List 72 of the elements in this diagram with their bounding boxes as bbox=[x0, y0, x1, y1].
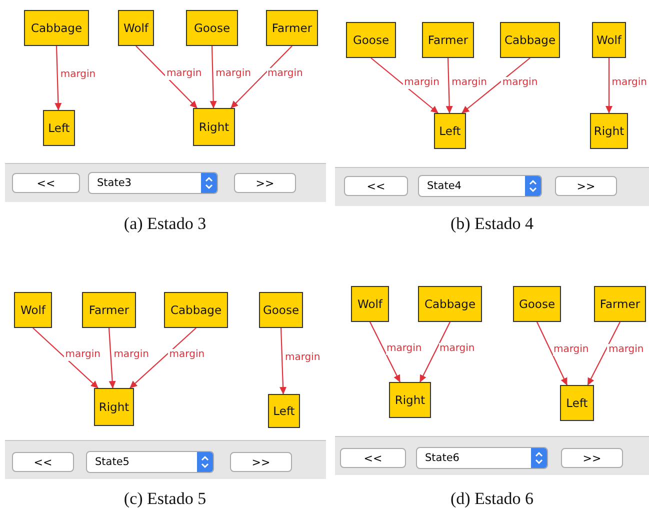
state-node: Wolf bbox=[592, 22, 626, 58]
arrow bbox=[230, 46, 292, 108]
edge-label: margin bbox=[610, 76, 648, 89]
nav-button: >> bbox=[561, 448, 623, 468]
arrow bbox=[536, 322, 568, 386]
state-node: Cabbage bbox=[500, 22, 560, 58]
state-node: Farmer bbox=[422, 22, 474, 58]
state-node: Left bbox=[43, 110, 75, 146]
edge-label: margin bbox=[552, 344, 590, 356]
edge-label: margin bbox=[64, 349, 102, 361]
state-node: Wolf bbox=[14, 292, 52, 328]
arrow bbox=[587, 322, 620, 386]
arrow bbox=[280, 328, 286, 394]
arrow bbox=[54, 46, 62, 110]
nav-button: << bbox=[340, 448, 406, 468]
state-node: Right bbox=[389, 382, 431, 418]
nav-button: << bbox=[12, 173, 80, 193]
state-select: State6 bbox=[416, 447, 548, 469]
edge-label: margin bbox=[450, 76, 488, 89]
edge-label: margin bbox=[214, 68, 252, 80]
edge-label: margin bbox=[386, 343, 423, 355]
arrow bbox=[446, 58, 453, 114]
arrow bbox=[606, 58, 612, 114]
state-node: Farmer bbox=[82, 292, 136, 328]
arrow bbox=[462, 58, 530, 114]
nav-button: << bbox=[12, 452, 74, 472]
state-node: Wolf bbox=[118, 10, 154, 46]
state-select: State5 bbox=[86, 451, 214, 473]
arrow bbox=[136, 46, 198, 108]
edge-label: margin bbox=[284, 352, 322, 364]
arrow bbox=[130, 328, 196, 388]
panel-caption: (c) Estado 5 bbox=[124, 489, 206, 509]
state-node: Goose bbox=[346, 22, 396, 58]
state-node: Farmer bbox=[266, 10, 318, 46]
nav-button: << bbox=[344, 176, 408, 196]
state-node: Cabbage bbox=[418, 286, 482, 322]
state-node: Goose bbox=[186, 10, 238, 46]
state-node: Left bbox=[268, 394, 300, 428]
edge-label: margin bbox=[112, 349, 150, 361]
nav-button: >> bbox=[230, 452, 292, 472]
edge-label: margin bbox=[266, 68, 304, 80]
state-node: Right bbox=[590, 113, 628, 149]
arrow bbox=[210, 46, 217, 108]
state-select: State4 bbox=[418, 175, 542, 197]
nav-button: >> bbox=[234, 173, 296, 193]
state-node: Left bbox=[560, 385, 594, 421]
arrow bbox=[370, 322, 400, 382]
edge-label: margin bbox=[607, 344, 645, 356]
state-node: Right bbox=[94, 388, 134, 426]
state-node: Goose bbox=[259, 292, 303, 328]
edge-label: margin bbox=[168, 349, 206, 361]
panel-caption: (a) Estado 3 bbox=[124, 214, 206, 234]
arrow bbox=[420, 322, 450, 382]
edge-label: margin bbox=[438, 343, 476, 355]
arrow bbox=[32, 328, 98, 388]
state-select: State3 bbox=[88, 172, 218, 194]
state-node: Farmer bbox=[594, 286, 646, 322]
arrow bbox=[108, 328, 116, 388]
state-node: Cabbage bbox=[24, 10, 89, 46]
arrow bbox=[370, 58, 438, 114]
state-node: Goose bbox=[513, 286, 561, 322]
edge-label: margin bbox=[403, 76, 440, 89]
state-node: Cabbage bbox=[164, 292, 228, 328]
state-node: Right bbox=[193, 108, 235, 146]
panel-caption: (b) Estado 4 bbox=[450, 214, 534, 234]
state-node: Wolf bbox=[351, 286, 389, 322]
panel-caption: (d) Estado 6 bbox=[450, 489, 534, 509]
edge-label: margin bbox=[501, 76, 539, 89]
edge-label: margin bbox=[59, 68, 97, 81]
nav-button: >> bbox=[555, 176, 617, 196]
edge-label: margin bbox=[165, 68, 203, 80]
state-node: Left bbox=[434, 113, 466, 149]
